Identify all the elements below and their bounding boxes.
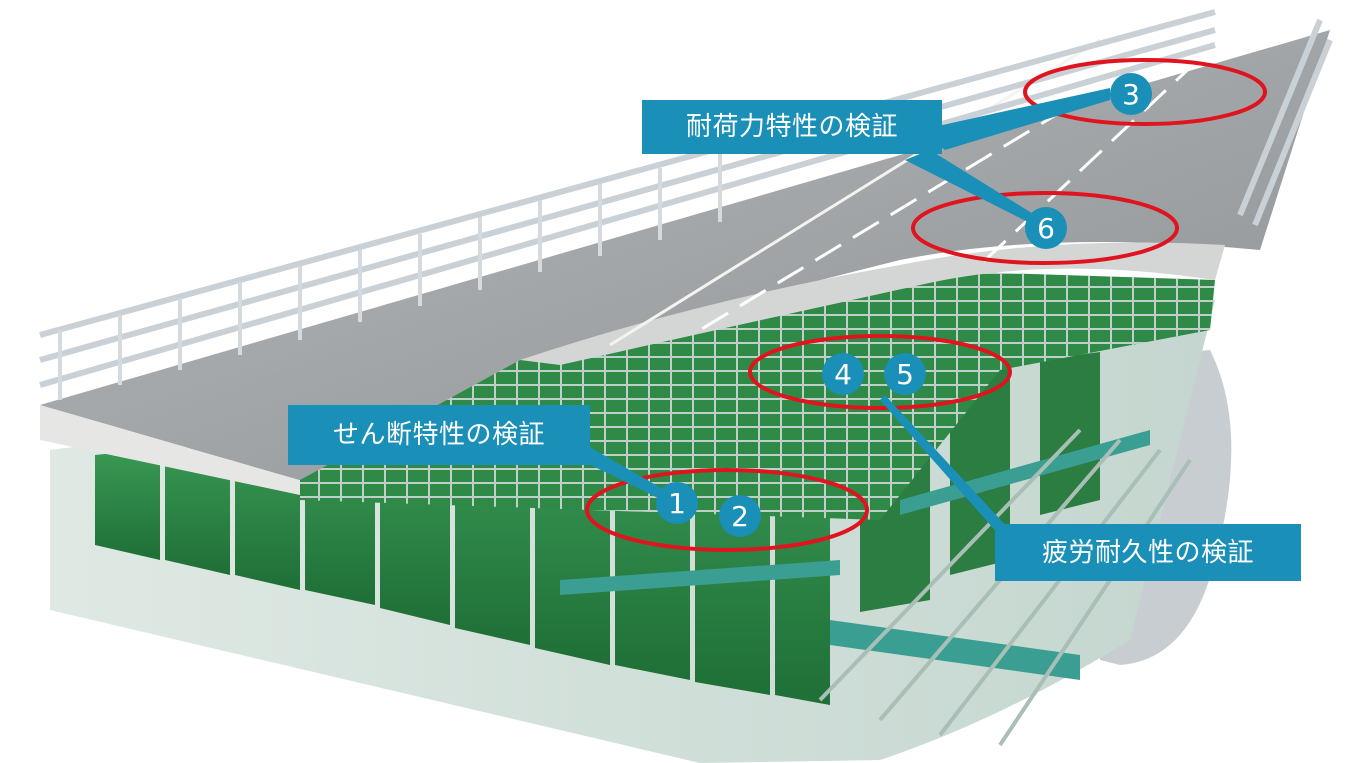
ring-4-5 [748, 334, 1012, 410]
guard-rail-right [1237, 18, 1333, 227]
lane-markings [699, 28, 1232, 332]
guard-rail-posts [58, 151, 722, 400]
marker-3: 3 [1110, 73, 1152, 115]
guard-rail-left [39, 9, 1216, 388]
marker-5: 5 [884, 353, 926, 395]
highlight-rings [585, 58, 1267, 552]
ring-1-2 [585, 468, 869, 552]
label-fatigue: 疲労耐久性の検証 [995, 524, 1301, 581]
marker-2: 2 [719, 495, 761, 537]
marker-6: 6 [1025, 207, 1067, 249]
marker-4: 4 [822, 353, 864, 395]
label-load-capacity: 耐荷力特性の検証 [642, 100, 942, 154]
label-shear: せん断特性の検証 [288, 405, 590, 465]
slab-edge [40, 405, 300, 495]
marker-1: 1 [656, 482, 698, 524]
cross-beams [560, 430, 1150, 680]
ring-6 [911, 191, 1179, 265]
ring-3 [1023, 58, 1267, 126]
